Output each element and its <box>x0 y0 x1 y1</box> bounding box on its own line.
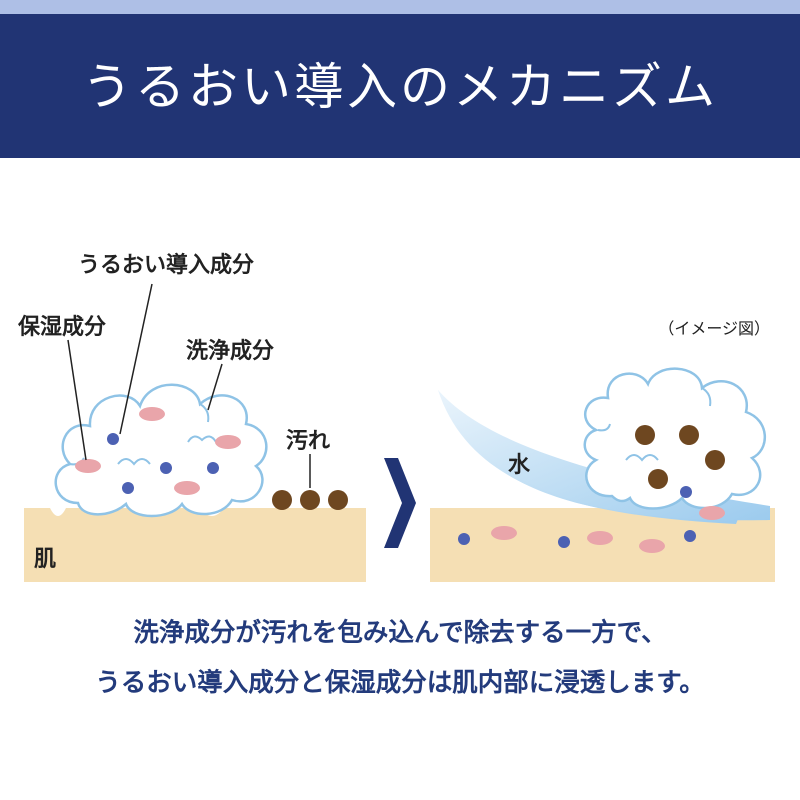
cleansing-label: 洗浄成分 <box>186 338 274 364</box>
moisturizing-particle <box>639 539 665 553</box>
dirt-particle <box>300 490 320 510</box>
water-label: 水 <box>508 453 531 478</box>
chevron-right-icon <box>384 458 416 548</box>
leader-line <box>207 363 223 411</box>
moisture-intro-label: うるおい導入成分 <box>78 252 254 278</box>
moisture-intro-particle <box>558 536 570 548</box>
header-banner: うるおい導入のメカニズム <box>0 14 800 158</box>
moisturizing-particle <box>174 481 200 495</box>
dirt-label: 汚れ <box>286 429 330 454</box>
moisturizing-particle <box>699 506 725 520</box>
leader-line <box>67 339 87 461</box>
foam-cloud-left <box>54 383 268 518</box>
moisturizing-particle <box>215 435 241 449</box>
top-accent-strip <box>0 0 800 14</box>
moisture-intro-particle <box>684 530 696 542</box>
moisture-intro-particle <box>458 533 470 545</box>
moisturizing-label: 保湿成分 <box>17 315 106 340</box>
skin-layer-right <box>430 508 775 582</box>
moisturizing-particle <box>587 531 613 545</box>
caption: 洗浄成分が汚れを包み込んで除去する一方で、 うるおい導入成分と保湿成分は肌内部に… <box>0 608 800 708</box>
moisture-intro-particle <box>107 433 119 445</box>
dirt-particle <box>679 425 699 445</box>
moisturizing-particle <box>75 459 101 473</box>
caption-line-2: うるおい導入成分と保湿成分は肌内部に浸透します。 <box>95 668 705 698</box>
dirt-particle <box>705 450 725 470</box>
moisturizing-particle <box>139 407 165 421</box>
foam-cloud-right <box>583 367 767 510</box>
leader-line <box>119 283 153 435</box>
dirt-particle <box>272 490 292 510</box>
moisture-intro-particle <box>680 486 692 498</box>
moisturizing-particle <box>491 526 517 540</box>
dirt-particle <box>635 425 655 445</box>
page-title: うるおい導入のメカニズム <box>82 58 718 116</box>
image-note: （イメージ図） <box>658 319 770 338</box>
moisture-intro-particle <box>207 462 219 474</box>
caption-line-1: 洗浄成分が汚れを包み込んで除去する一方で、 <box>133 618 667 648</box>
dirt-particle <box>648 469 668 489</box>
skin-layer-left <box>24 508 366 582</box>
moisture-intro-particle <box>160 462 172 474</box>
skin-label: 肌 <box>34 547 56 572</box>
mechanism-diagram: 肌 うるおい導入成分 保湿成分 洗浄成分 汚れ （イメージ図） 水 <box>17 252 775 582</box>
moisture-intro-particle <box>122 482 134 494</box>
dirt-particle <box>328 490 348 510</box>
